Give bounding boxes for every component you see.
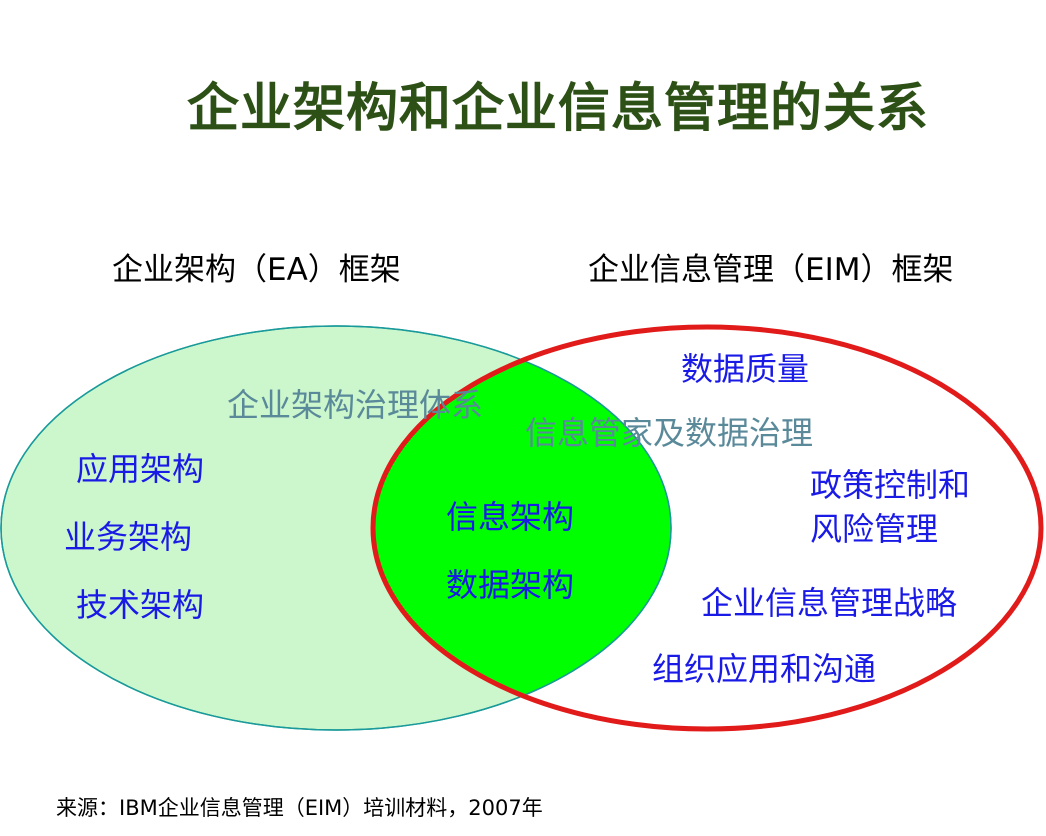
eim-item-data-quality: 数据质量 [681, 350, 810, 388]
ea-framework-heading: 企业架构（EA）框架 [112, 252, 401, 288]
eim-item-policy-control: 政策控制和 [810, 466, 971, 504]
ea-governance-label: 企业架构治理体系 [227, 386, 484, 424]
eim-item-organization-communication: 组织应用和沟通 [652, 650, 877, 688]
ea-ellipse-outline [0, 325, 672, 731]
overlap-item-data-architecture: 数据架构 [446, 566, 575, 604]
eim-framework-heading: 企业信息管理（EIM）框架 [588, 252, 954, 288]
eim-ellipse [370, 324, 1044, 732]
source-note: 来源：IBM企业信息管理（EIM）培训材料，2007年 [56, 796, 543, 820]
page-title: 企业架构和企业信息管理的关系 [186, 79, 929, 139]
overlap-item-information-architecture: 信息架构 [446, 498, 575, 536]
ea-item-application-architecture: 应用架构 [76, 450, 205, 488]
eim-item-eim-strategy: 企业信息管理战略 [701, 584, 958, 622]
overlap-region [373, 327, 671, 729]
ea-item-technology-architecture: 技术架构 [76, 586, 205, 624]
eim-stewardship-label: 信息管家及数据治理 [525, 414, 814, 452]
eim-item-risk-management: 风险管理 [810, 510, 939, 548]
ea-item-business-architecture: 业务架构 [64, 518, 193, 556]
